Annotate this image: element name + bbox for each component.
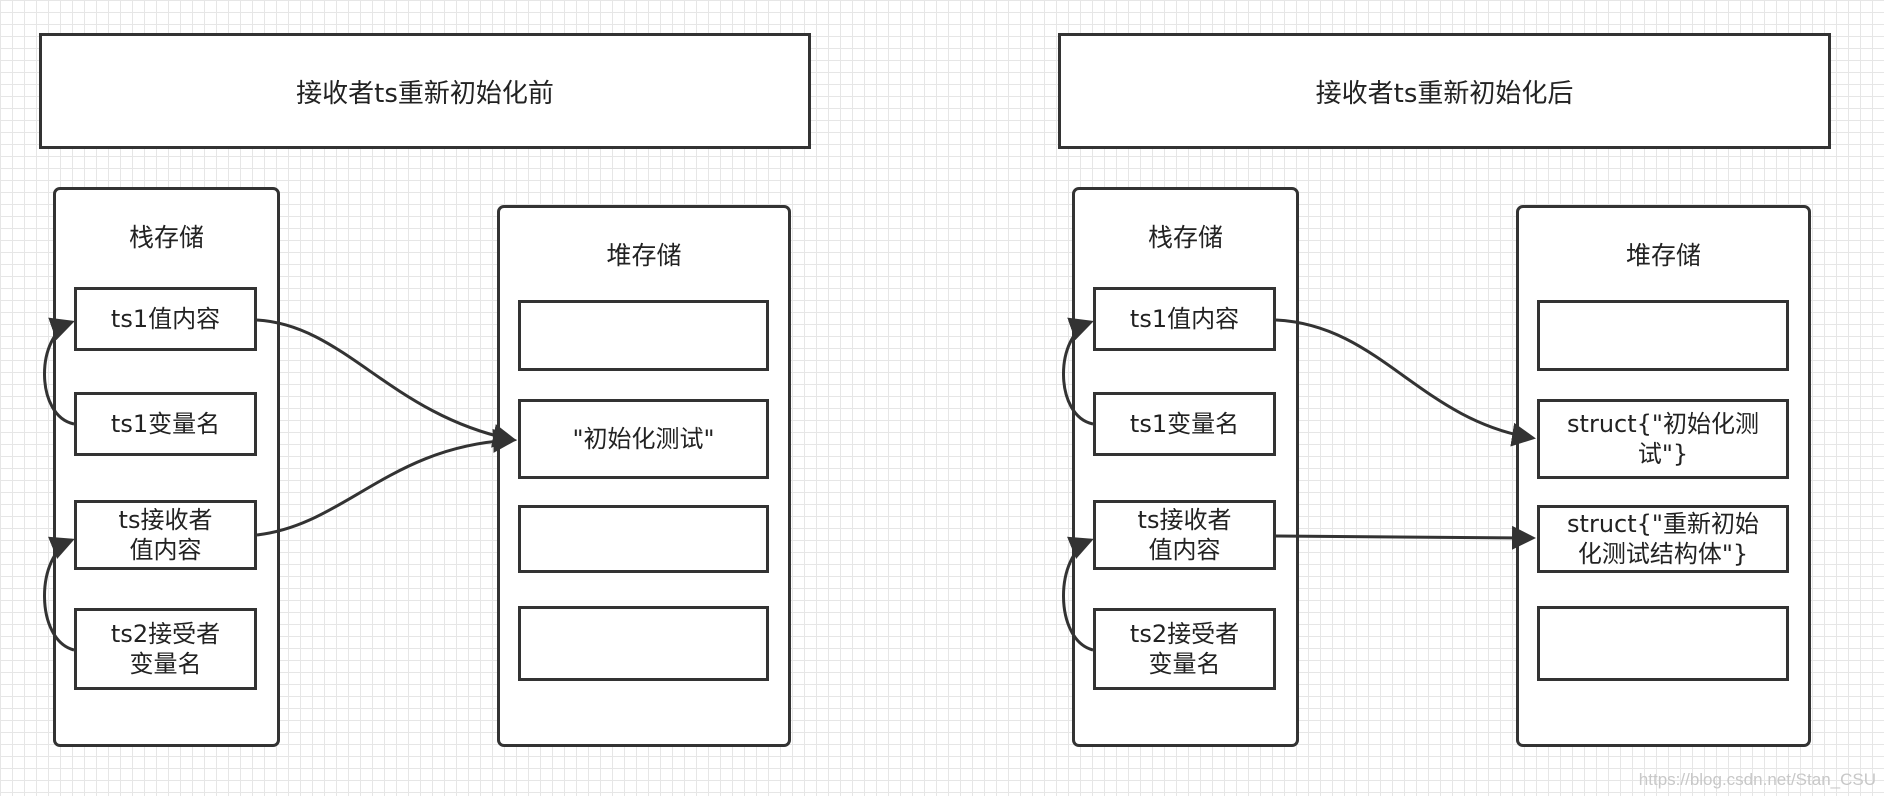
- heap-cell-2-after: struct{"初始化测 试"}: [1537, 399, 1789, 479]
- stack-cell-ts-receiver-value-after: ts接收者 值内容: [1093, 500, 1276, 570]
- heap-cell-1-after: [1537, 300, 1789, 371]
- stack-cell-ts1-name-after: ts1变量名: [1093, 392, 1276, 456]
- arrow-receiver-value-to-heap-after: [1275, 525, 1536, 550]
- stack-label-before: 栈存储: [128, 223, 204, 252]
- stack-cell-ts1-name-before: ts1变量名: [74, 392, 257, 456]
- heap-cell-4-after: [1537, 606, 1789, 681]
- watermark: https://blog.csdn.net/Stan_CSU: [1638, 770, 1876, 789]
- arrow-ts1-value-to-heap-before: [256, 318, 517, 448]
- title-before: 接收者ts重新初始化前: [39, 33, 811, 149]
- title-after: 接收者ts重新初始化后: [1058, 33, 1831, 149]
- stack-cell-ts-receiver-value-before: ts接收者 值内容: [74, 500, 257, 570]
- stack-cell-ts2-receiver-name-before: ts2接受者 变量名: [74, 608, 257, 690]
- stack-cell-ts1-value-after: ts1值内容: [1093, 287, 1276, 351]
- stack-cell-ts1-value-before: ts1值内容: [74, 287, 257, 351]
- stack-cell-ts2-receiver-name-after: ts2接受者 变量名: [1093, 608, 1276, 690]
- title-before-text: 接收者ts重新初始化前: [296, 78, 554, 109]
- heap-cell-1-before: [518, 300, 769, 371]
- heap-cell-3-after: struct{"重新初始 化测试结构体"}: [1537, 505, 1789, 573]
- heap-label-before: 堆存储: [606, 241, 682, 270]
- heap-label-after: 堆存储: [1625, 241, 1701, 270]
- heap-cell-4-before: [518, 606, 769, 681]
- title-after-text: 接收者ts重新初始化后: [1315, 78, 1574, 109]
- arrow-receiver-value-to-heap-before: [256, 428, 517, 537]
- stack-label-after: 栈存储: [1147, 223, 1223, 252]
- heap-cell-3-before: [518, 505, 769, 573]
- heap-cell-2-before: "初始化测试": [518, 399, 769, 479]
- arrow-ts1-value-to-heap-after: [1275, 318, 1536, 447]
